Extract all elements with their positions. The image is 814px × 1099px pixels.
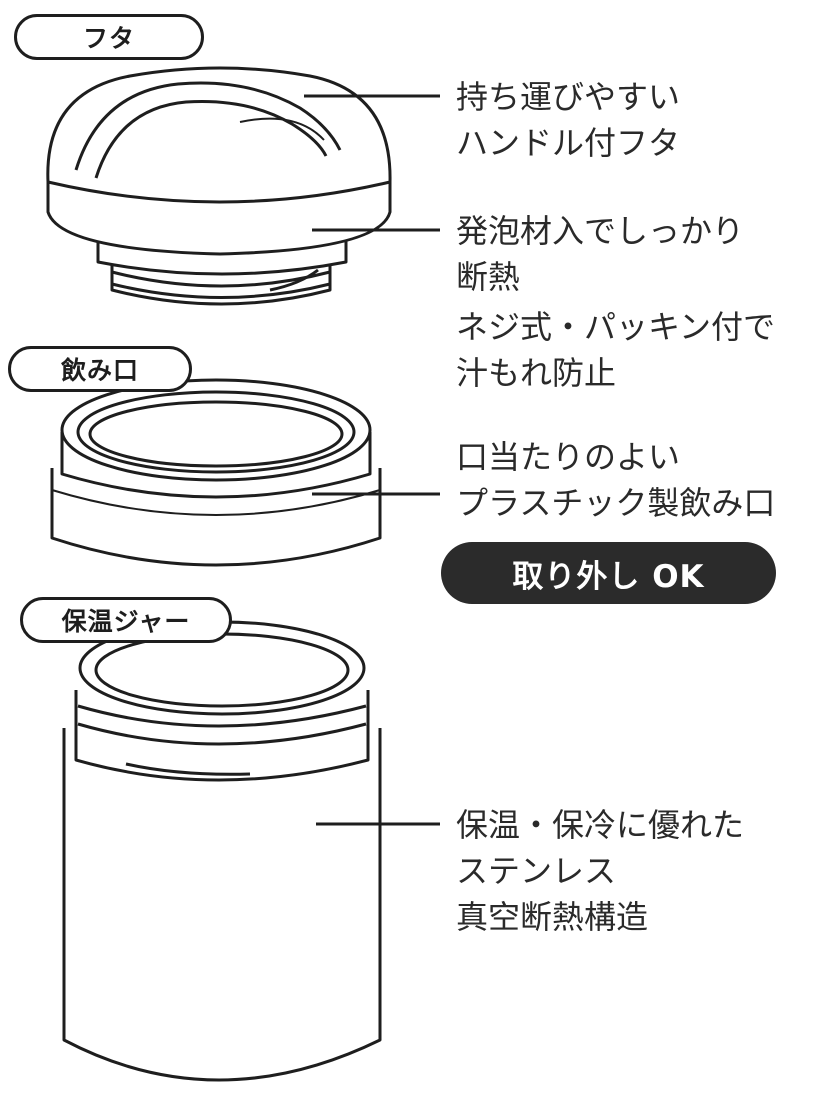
- jar-body: [62, 728, 382, 1082]
- removable-badge: 取り外し OK: [441, 542, 776, 604]
- mouthpiece-tag: 飲み口: [8, 346, 192, 392]
- note-line: ステンレス: [456, 852, 617, 890]
- mouthpiece-illustration: [50, 378, 382, 567]
- note-lid-insulation: 発泡材入でしっかり 断熱: [456, 208, 744, 300]
- lid-illustration: [46, 66, 392, 306]
- note-mouth-material: 口当たりのよい プラスチック製飲み口: [456, 434, 775, 526]
- lid-dome: [46, 66, 392, 204]
- jar-thread-groove: [125, 762, 251, 776]
- note-line: 保温・保冷に優れた: [456, 806, 745, 844]
- note-line: 口当たりのよい: [456, 438, 681, 476]
- lid-thread-groove: [269, 268, 319, 292]
- note-line: 断熱: [456, 258, 521, 296]
- jar-thread-line: [77, 722, 367, 746]
- mouthpiece-band-line: [51, 489, 381, 516]
- note-line: 汁もれ防止: [456, 354, 617, 392]
- note-line: ハンドル付フタ: [456, 124, 681, 162]
- note-lid-handle: 持ち運びやすい ハンドル付フタ: [456, 74, 680, 166]
- mouthpiece-inner: [76, 390, 356, 474]
- lid-rim: [46, 180, 392, 256]
- note-line: 真空断熱構造: [456, 898, 649, 936]
- note-line: プラスチック製飲み口: [456, 484, 776, 522]
- mouthpiece-band: [50, 468, 382, 567]
- note-jar-structure: 保温・保冷に優れた ステンレス 真空断熱構造: [456, 802, 744, 940]
- lid-handle-inner: [239, 117, 325, 141]
- jar-illustration: [62, 620, 382, 1082]
- note-lid-seal: ネジ式・パッキン付で 汁もれ防止: [456, 304, 775, 396]
- mouthpiece-rim: [60, 378, 372, 482]
- jar-tag: 保温ジャー: [20, 597, 232, 643]
- note-line: 持ち運びやすい: [456, 78, 681, 116]
- note-line: 発泡材入でしっかり: [456, 212, 745, 250]
- note-line: ネジ式・パッキン付で: [456, 308, 776, 346]
- lid-handle: [74, 81, 342, 179]
- mouthpiece-inner: [88, 400, 344, 468]
- lid-tag: フタ: [14, 14, 204, 60]
- lid-thread-line: [111, 282, 331, 299]
- jar-neck: [74, 690, 370, 782]
- jar-thread-line: [77, 704, 367, 728]
